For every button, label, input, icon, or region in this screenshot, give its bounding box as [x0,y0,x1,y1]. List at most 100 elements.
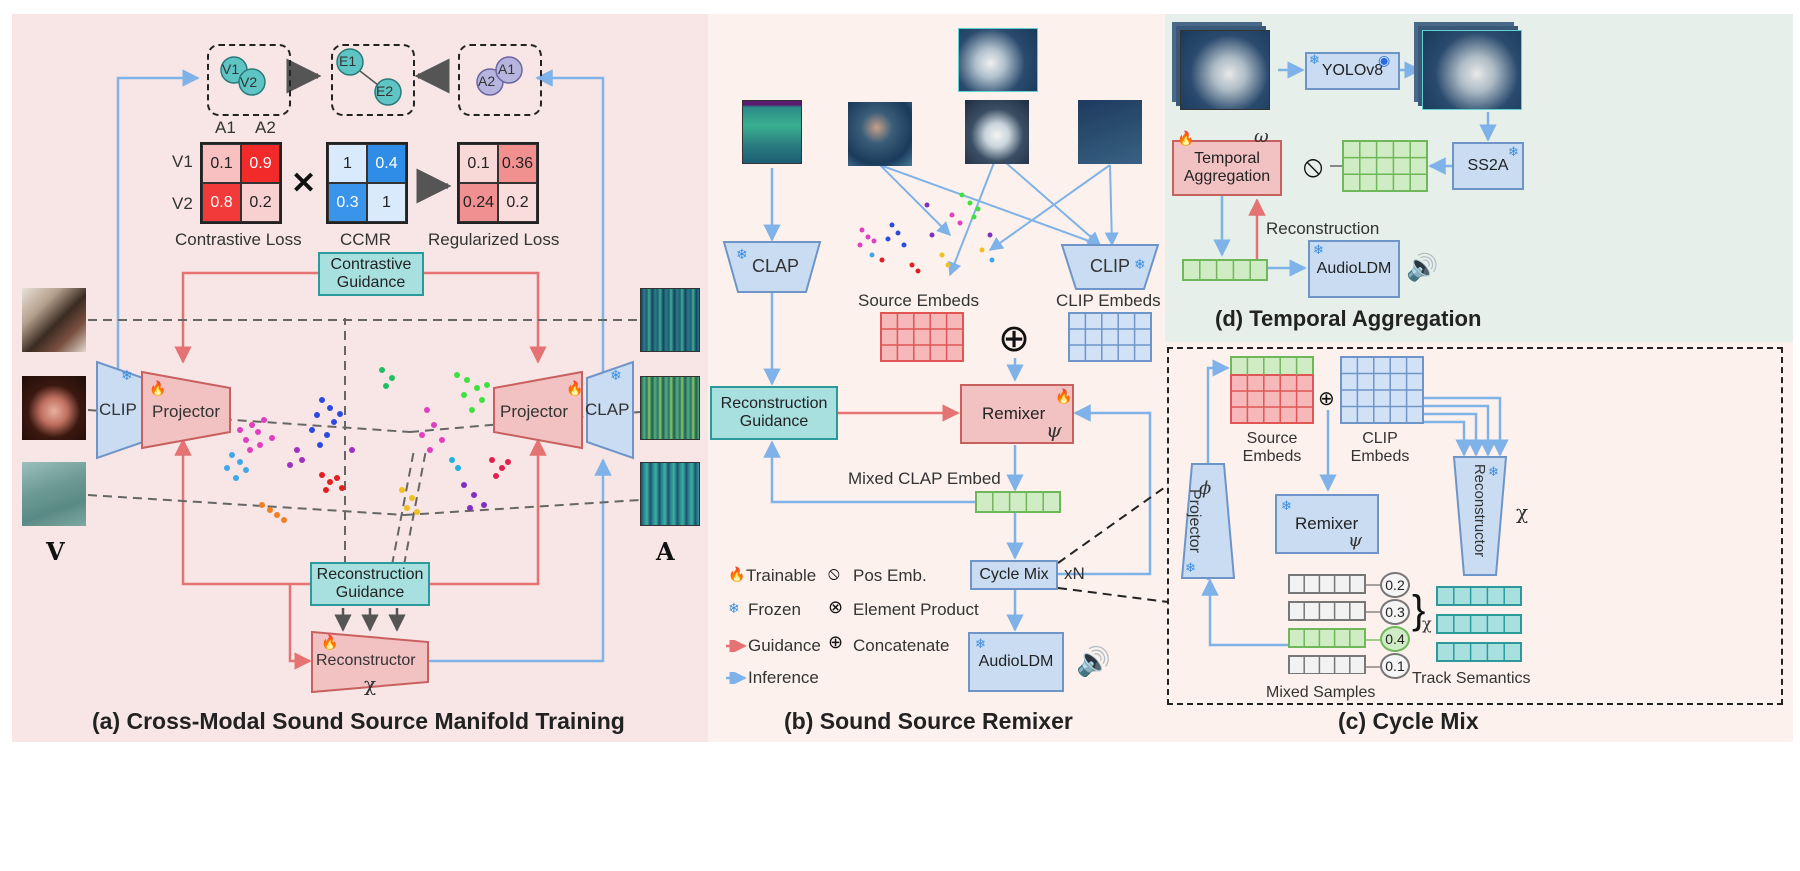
projector-c-shape [1180,463,1236,579]
snowflake-icon: ❄ [1488,464,1499,479]
weight-circle: 0.2 [1380,572,1410,598]
flame-icon: 🔥 [1177,130,1195,146]
clip-embeds-label-c: CLIP Embeds [1350,430,1410,465]
reconstructor-label: Reconstructor [316,652,416,669]
concatenate-icon: ⊕ [828,632,844,652]
cycle-mix-box: Cycle Mix [970,560,1058,590]
input-spectrogram [742,100,802,164]
track-semantics-rows [1436,586,1522,662]
xn-label: xN [1064,564,1085,583]
remixer-b-label: Remixer [982,404,1046,424]
circle-a1-label: A1 [498,61,516,77]
remixer-b-psi: ψ [1046,418,1062,442]
row-v2-label: V2 [172,194,193,213]
reconstruction-guidance-box-b: Reconstruction Guidance [710,386,838,440]
chi-small: χ [1422,614,1432,633]
clip-encoder-b [1060,244,1160,290]
brace-icon: } [1412,588,1426,632]
v-label: V [46,537,65,566]
clip-embeds-label-b: CLIP Embeds [1056,291,1161,310]
arrow-recon-guidance-to-right-projector [430,438,547,586]
weight-circle: 0.3 [1380,599,1410,625]
remixer-c-psi: ψ [1348,530,1363,551]
circle-e1-label: E1 [339,53,357,69]
legend-trainable: Trainable [746,566,817,585]
source-embed-grid-c [1230,356,1314,424]
yolo-box: YOLOv8 [1305,52,1400,90]
snowflake-icon: ❄ [728,600,740,616]
projector-left-shape [141,370,231,450]
col-a2-label: A2 [255,118,276,137]
snowflake-icon: ❄ [1309,52,1320,67]
arrow-clip-to-top [116,69,200,372]
reconstructor-c-shape [1452,456,1508,576]
regularized-cell: 0.36 [498,144,537,183]
cycle-mix-detail-frame [1167,347,1783,705]
caption-b: (b) Sound Source Remixer [784,708,1073,734]
source-image-1 [848,102,912,166]
ss2a-box: SS2A [1452,142,1524,190]
snowflake-icon: ❄ [1134,256,1146,272]
reconstructor-c-chi: χ [1516,500,1529,524]
legend-element-product: Element Product [853,600,979,619]
manifold-scatter [224,367,511,523]
circle-v2-label: V2 [240,74,258,90]
caption-d: (d) Temporal Aggregation [1215,306,1482,331]
clip-embed-grid-b [1068,312,1152,362]
ccmr-cell: 0.3 [328,183,367,222]
clap-encoder-b [722,241,822,293]
regularized-loss-label: Regularized Loss [428,230,560,249]
video-frame-3 [22,462,86,526]
legend-concatenate: Concatenate [853,636,950,655]
arrow-reconstructor-to-clap [428,458,612,663]
audio-spectrogram-3 [640,462,700,526]
circle-e2-label: E2 [376,83,394,99]
contrastive-cell: 0.1 [202,144,241,183]
col-a1-label: A1 [215,118,236,137]
element-product-icon: ⊗ [828,597,844,617]
contrastive-cell: 0.9 [241,144,280,183]
arrow-clap-to-top [535,69,605,372]
weight-circle: 0.4 [1380,626,1410,652]
regularized-matrix [457,142,539,224]
circle-a2-label: A2 [478,73,496,89]
remixer-c-label: Remixer [1295,514,1359,534]
reconstructor-shape [311,630,429,694]
arrow-contrastive-to-right-projector [424,271,547,364]
clap-encoder-right [586,360,634,460]
a-label: A [656,537,675,566]
video-stack-detected [1422,30,1522,110]
contrastive-cell: 0.2 [241,183,280,222]
ccmr-cell: 1 [367,183,406,222]
track-semantics-label: Track Semantics [1412,670,1531,687]
snowflake-icon: ❄ [610,367,622,383]
eye-icon: ◉ [1378,52,1391,68]
clip-embed-grid-c [1340,356,1424,424]
clap-b-label: CLAP [752,256,800,276]
snowflake-icon: ❄ [1508,144,1519,159]
ss2a-feature-grid [1342,140,1428,192]
guidance-legend-arrow [726,640,747,652]
source-embeds-scatter [857,192,995,274]
speaker-icon: 🔊 [1406,252,1439,282]
legend-pos-emb: Pos Emb. [853,566,927,585]
regularized-cell: 0.24 [459,183,498,222]
source-image-2 [965,100,1029,164]
mixed-clap-embed-label: Mixed CLAP Embed [848,469,1001,488]
legend-frozen: Frozen [748,600,801,619]
audio-spectrogram-1 [640,288,700,352]
ccmr-cell: 0.4 [367,144,406,183]
reconstruction-label-d: Reconstruction [1266,219,1380,238]
arrow-recon-guidance-to-left-projector [174,438,310,586]
mixed-clap-embed-vector [975,491,1061,513]
flame-icon: 🔥 [321,634,339,650]
flame-icon: 🔥 [728,566,746,582]
flame-icon: 🔥 [149,380,167,396]
snowflake-icon: ❄ [1313,242,1324,257]
projector-right-shape [493,370,583,450]
mixed-samples-label: Mixed Samples [1266,684,1376,701]
source-embeds-label-c: Source Embeds [1242,430,1302,465]
video-frame-1 [22,288,86,352]
pos-emb-icon: ⦸ [828,563,840,583]
omega-label: ω [1254,126,1269,147]
